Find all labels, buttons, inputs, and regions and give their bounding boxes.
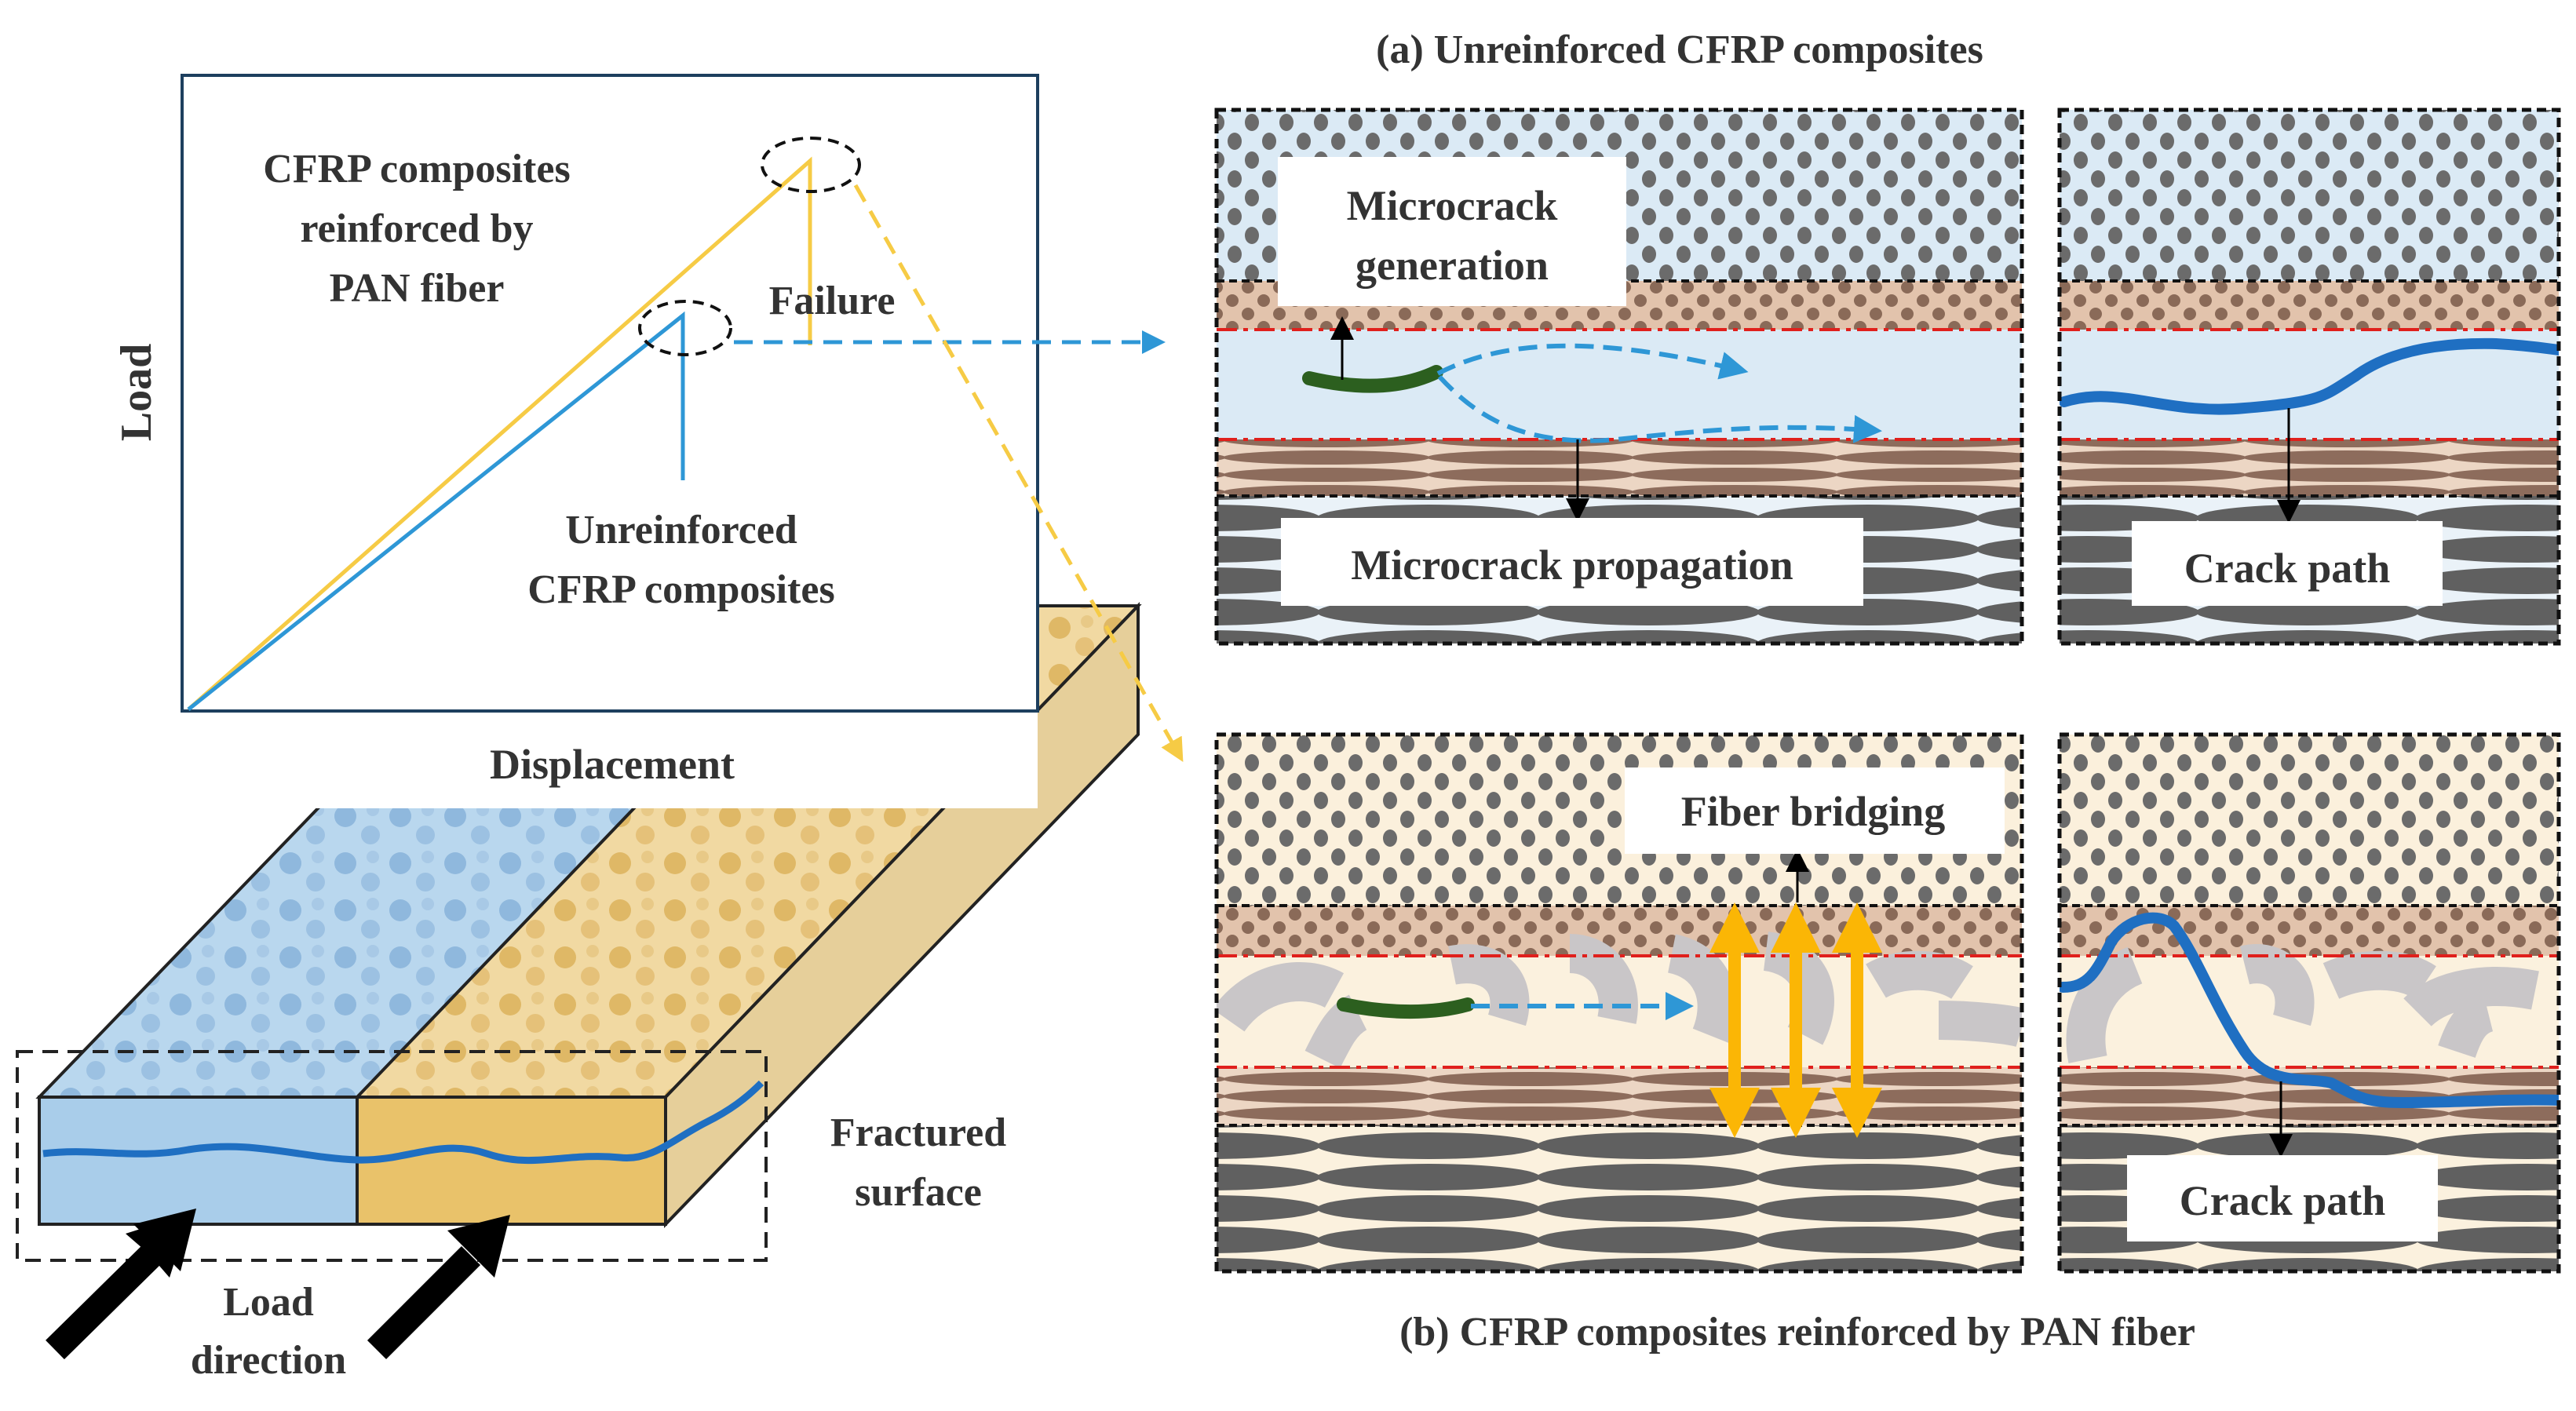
microcrack-propagation-label: Microcrack propagation [1351,541,1793,589]
bridging-arrow-1 [1709,902,1760,1138]
pan-fiber-fragments [1217,932,2022,1069]
panel-a-crack-path-view [2060,110,2559,644]
unreinforced-series-label-2: CFRP composites [527,567,834,612]
fractured-surface-label-2: surface [855,1170,982,1215]
panel-a-crack-branch-upper [1436,343,1749,380]
panel-a-left-frame [1214,108,2024,646]
panel-b-crack-path-label: Crack path [2180,1177,2386,1224]
panel-b-crack-path-line [2060,912,2559,1109]
panel-b-microcrack-segment [1337,997,1475,1019]
reinforced-leader-arrow [853,184,1184,763]
load-direction-label-1: Load [223,1280,314,1325]
fiber-bridging-label: Fiber bridging [1681,788,1946,835]
bridging-arrow-3 [1832,902,1882,1138]
load-direction-arrows [46,1209,510,1360]
panel-b-crack-path-view [2060,735,2559,1271]
chart-frame [181,74,1039,713]
panel-a-crack-path-label: Crack path [2184,545,2391,592]
load-arrow-2 [447,1215,510,1278]
panel-a-crack-path-box [2132,521,2443,606]
reinforced-series-label-2: reinforced by [300,206,533,251]
microcrack-propagation-box [1281,518,1863,606]
unreinforced-failure-marker [638,300,732,356]
panel-b-fiber-bridging-view [1217,735,2022,1271]
panel-a-crack-path-line [2060,337,2559,415]
panel-a-microcrack-segment [1302,365,1443,393]
load-axis-label: Load [112,344,161,442]
reinforced-failure-marker [761,137,861,193]
panel-b-left-frame [1214,732,2024,1274]
unreinforced-series-label-1: Unreinforced [565,508,797,552]
reinforced-series-label-1: CFRP composites [263,147,570,191]
microcrack-generation-label-1: Microcrack [1347,182,1558,229]
failure-label: Failure [769,279,896,323]
panel-b-crack-path-box [2127,1155,2438,1241]
fractured-surface-label-1: Fractured [830,1110,1006,1155]
reinforced-series-label-3: PAN fiber [330,266,505,311]
panel-b-right-frame [2057,732,2561,1274]
displacement-axis-label: Displacement [490,741,735,788]
microcrack-generation-label-2: generation [1356,242,1549,289]
load-displacement-chart: Load Displacement CFRP composites reinfo… [112,74,1039,808]
fractured-surface-region [16,1050,768,1262]
microcrack-generation-box [1278,157,1626,306]
panel-a-title: (a) Unreinforced CFRP composites [1376,27,1983,72]
specimen-crack-line [42,1080,764,1165]
load-direction-label-2: direction [191,1338,346,1383]
bridging-arrow-2 [1771,902,1821,1138]
specimen-front-face-left [38,1096,359,1226]
panel-a-microcrack-view [1217,110,2022,644]
unreinforced-load-curve [187,311,685,711]
fiber-bridging-arrows [1709,902,1882,1138]
reinforced-load-curve [187,156,812,711]
fiber-bridging-box [1625,767,2005,854]
panel-b-title: (b) CFRP composites reinforced by PAN fi… [1399,1310,2195,1354]
panel-a-right-frame [2057,108,2561,646]
